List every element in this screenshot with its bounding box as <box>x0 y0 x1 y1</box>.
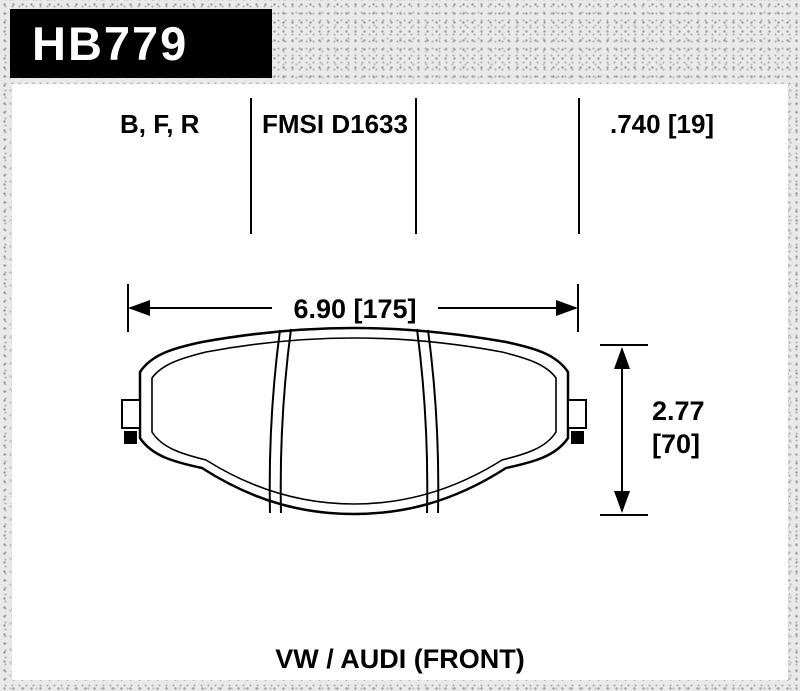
height-dimension-label-mm: [70] <box>652 429 700 459</box>
arrowhead-down-icon <box>614 491 630 513</box>
column-divider <box>250 98 252 234</box>
pad-inner-contour <box>151 337 557 505</box>
column-divider <box>578 98 580 234</box>
abutment-clip-left <box>124 431 137 444</box>
pad-segment-divider-right <box>416 328 429 514</box>
compound-codes-label: B, F, R <box>120 109 200 139</box>
arrowhead-right-icon <box>556 300 578 316</box>
pad-outer-outline <box>138 326 570 516</box>
column-divider <box>415 98 417 234</box>
height-dimension <box>600 344 648 516</box>
pad-ear-right <box>567 399 587 429</box>
drawing-panel: B, F, R FMSI D1633 .740 [19] 6.90 [175] <box>12 84 788 680</box>
pad-segment-divider-left-2 <box>279 328 292 514</box>
height-dimension-label-inches: 2.77 <box>652 396 705 426</box>
abutment-clip-right <box>571 431 584 444</box>
dimension-label-backing <box>272 291 438 325</box>
pad-segment-divider-left <box>268 329 281 514</box>
application-label: VW / AUDI (FRONT) <box>275 644 525 674</box>
width-dimension-label: 6.90 [175] <box>293 294 416 324</box>
arrowhead-up-icon <box>614 347 630 369</box>
brake-pad-diagram: 6.90 [175] 2.77 [70] <box>121 284 705 516</box>
pad-segment-divider-right-2 <box>427 329 440 514</box>
arrowhead-left-icon <box>128 300 150 316</box>
fmsi-number-label: FMSI D1633 <box>262 109 408 139</box>
pad-outline-group <box>121 326 587 516</box>
pad-thickness-label: .740 [19] <box>610 109 715 139</box>
part-number-label: HB779 <box>32 17 189 70</box>
pad-ear-left <box>121 399 141 429</box>
part-number-header: HB779 <box>10 9 272 78</box>
